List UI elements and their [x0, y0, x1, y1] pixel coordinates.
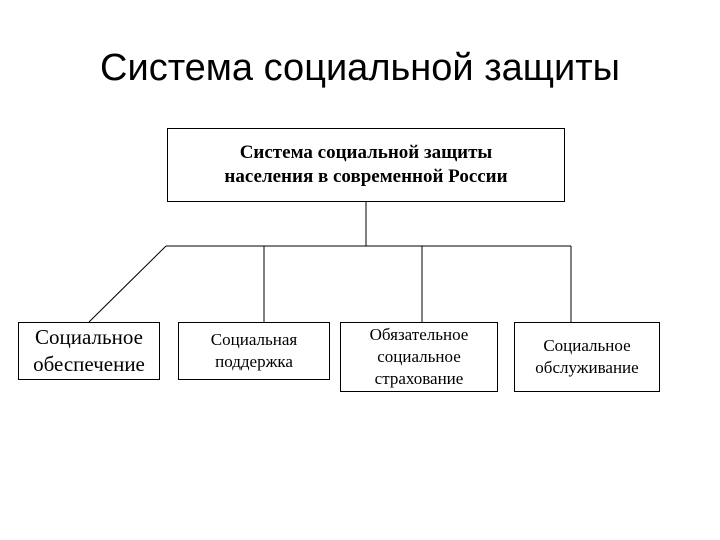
node-label-line: Социальная: [210, 330, 298, 349]
node-label-line: поддержка: [215, 352, 293, 371]
root-node: Система социальной защиты населения в со…: [167, 128, 565, 202]
node-socialnaya-podderzhka: Социальная поддержка: [178, 322, 330, 380]
root-node-line-1: Система социальной защиты: [239, 142, 493, 163]
node-socialnoe-obsluzhivanie: Социальное обслуживание: [514, 322, 660, 392]
slide-title: Система социальной защиты: [100, 47, 620, 89]
node-label-line: обеспечение: [33, 352, 145, 376]
node-label-line: социальное: [377, 347, 461, 366]
branch-line-obespechenie: [88, 245, 167, 323]
root-node-line-2: населения в современной России: [224, 166, 508, 187]
node-label-line: обслуживание: [535, 358, 639, 377]
node-socialnoe-obespechenie: Социальное обеспечение: [18, 322, 160, 380]
node-label-line: Социальное: [35, 325, 143, 349]
node-label-line: Социальное: [543, 336, 631, 355]
node-obyazatelnoe-strakhovanie: Обязательное социальное страхование: [340, 322, 498, 392]
node-label-line: Обязательное: [369, 325, 469, 344]
node-label-line: страхование: [374, 369, 464, 388]
